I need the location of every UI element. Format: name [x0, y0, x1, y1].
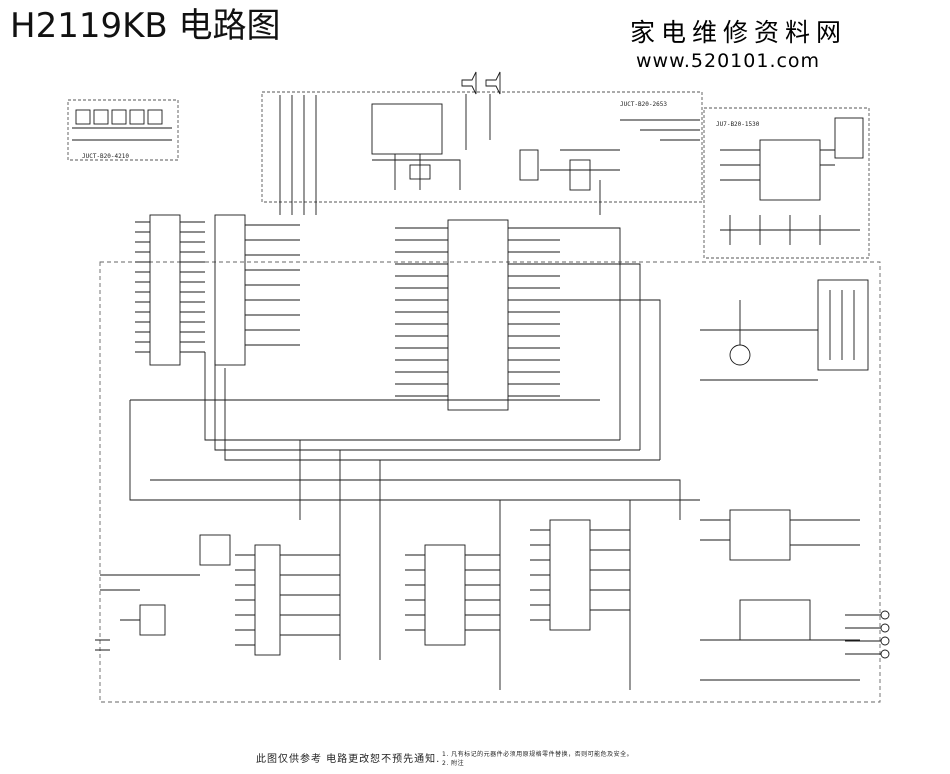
circuit-schematic: JUCT-B20-2653 JUCT-B20-4210 JU7-B20-1530 [67, 71, 890, 703]
footer-notes: 1. 凡有标记的元器件必须用原规格零件替换，否则可能危及安全。 2. 附注 [442, 750, 912, 768]
main-board-outline [261, 91, 703, 203]
crt-socket [834, 117, 864, 159]
footer-disclaimer: 此图仅供参考 电路更改恕不预先通知. [256, 754, 441, 765]
site-url: www.520101.com [636, 50, 821, 72]
tuner-ic [549, 519, 591, 631]
crt-board-label: JU7-B20-1530 [716, 121, 760, 128]
power-transformer [139, 604, 166, 636]
cpu-pins [135, 221, 205, 353]
keyboard-switches [72, 109, 172, 141]
av-jacks [845, 610, 890, 659]
av-switch-ic [424, 544, 466, 646]
site-name: 家电维修资料网 [630, 18, 848, 47]
horizontal-output-transistor [729, 344, 751, 366]
flyback-transformer [817, 279, 869, 371]
speaker-left [461, 71, 477, 95]
audio-amp-ic [371, 103, 443, 155]
keyboard-board-outline [67, 99, 179, 161]
ac-input [95, 639, 110, 651]
main-board-label: JUCT-B20-2653 [620, 101, 667, 108]
keyboard-board-label: JUCT-B20-4210 [82, 153, 129, 160]
footer-note: 1. 凡有标记的元器件必须用原规格零件替换，否则可能危及安全。 [442, 751, 634, 758]
memory-ic [214, 214, 246, 366]
cpu-ic [149, 214, 181, 366]
jungle-ic [447, 219, 509, 411]
lower-board-outline [99, 261, 881, 703]
crt-board-outline [703, 107, 870, 259]
footer-note: 2. 附注 [442, 760, 465, 767]
speaker-right [485, 71, 501, 95]
power-ic [254, 544, 281, 656]
bridge-rectifier [199, 534, 231, 566]
page-title: H2119KB 电路图 [10, 6, 281, 46]
